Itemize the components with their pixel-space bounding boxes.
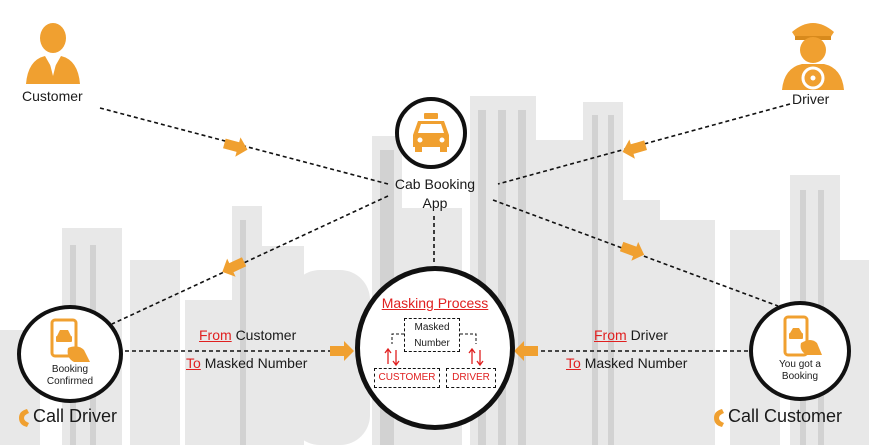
booking-hand-icon [50,318,90,362]
masked-number-box [404,318,460,352]
taxi-icon [413,113,449,152]
from-customer-prefix: From [199,327,232,343]
to-masked-left-prefix: To [186,355,201,371]
edge-app-to-phone [492,199,779,307]
call-driver-phone-icon [19,409,29,427]
from-driver-label: From Driver [594,327,668,343]
arrow-customer-to-app [223,137,248,157]
from-driver-text: Driver [630,327,668,343]
driver-person-icon [782,23,844,90]
call-customer-phone-icon [714,409,724,427]
arrow-into-masking-right [514,341,538,361]
booking-label-line1: Booking [51,364,89,375]
app-label-line2: App [422,195,448,211]
phone-booking-icon [783,315,822,357]
masking-node-circle [355,266,515,430]
arrow-app-to-phone [619,241,645,261]
to-masked-left-label: To Masked Number [186,355,307,371]
to-masked-right-prefix: To [566,355,581,371]
masked-number-line1: Masked [414,322,450,333]
customer-masked-box [374,368,440,388]
phone-label-line1: You got a [779,359,821,370]
arrow-driver-to-app [622,139,647,159]
customer-person-icon [26,23,80,84]
from-driver-prefix: From [594,327,627,343]
masked-number-line2: Number [414,338,450,349]
call-customer-label: Call Customer [728,406,843,426]
edge-driver-to-app [497,103,791,185]
driver-label: Driver [792,91,830,107]
customer-masked-label: CUSTOMER [378,372,436,383]
arrow-app-to-booking [222,257,247,277]
arrow-into-masking-left [330,341,354,361]
booking-label-line2: Confirmed [46,376,94,387]
driver-masked-label: DRIVER [452,372,490,383]
from-customer-label: From Customer [199,327,296,343]
to-masked-right-label: To Masked Number [566,355,687,371]
to-masked-right-text: Masked Number [584,355,688,371]
driver-masked-box [446,368,496,388]
to-masked-left-text: Masked Number [204,355,308,371]
app-label-line1: Cab Booking [394,176,476,192]
phone-label-line2: Booking [781,371,819,382]
from-customer-text: Customer [235,327,297,343]
customer-label: Customer [22,88,83,104]
edge-app-to-booking [111,195,389,325]
masking-inner-connectors [384,333,484,367]
masking-title: Masking Process [381,295,489,311]
call-driver-label: Call Driver [33,406,118,426]
